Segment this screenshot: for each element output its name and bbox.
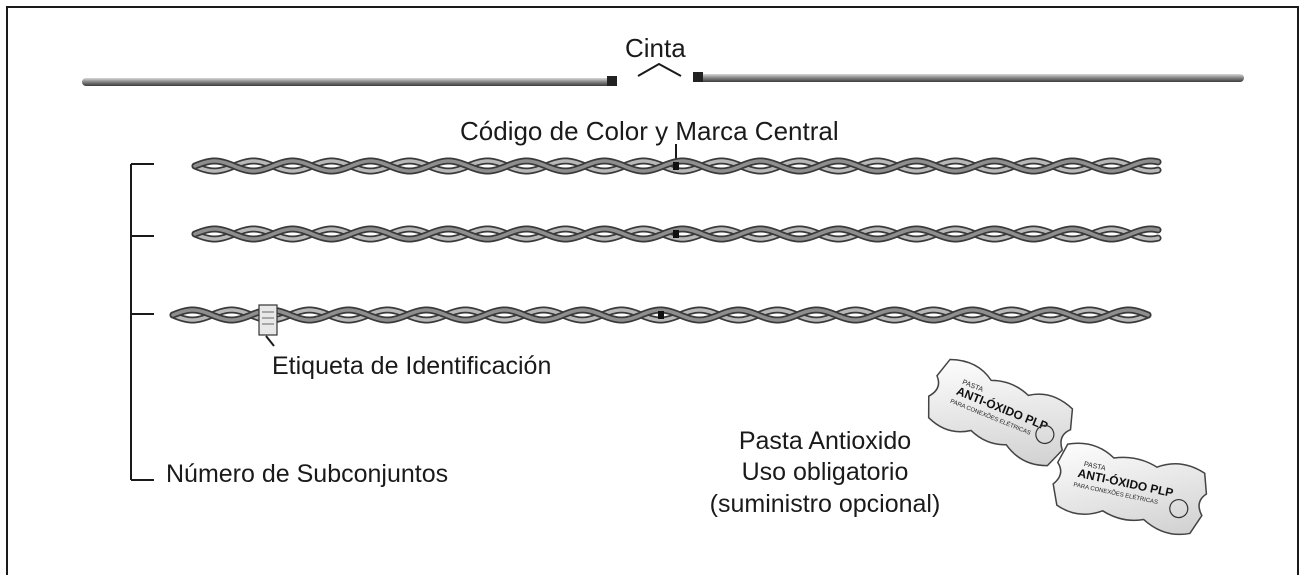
paste-caption-line2: Uso obligatorio: [741, 458, 909, 487]
rod-2: [191, 225, 1162, 243]
paste-packet-1: PASTA ANTI-ÓXIDO PLP PARA CONEXÕES ELÉTR…: [927, 358, 1074, 467]
cinta-cable-left: [82, 78, 612, 86]
rod-3-center-mark: [658, 311, 664, 319]
rod-3-strand-2: [171, 308, 1150, 322]
rod-1: [191, 157, 1162, 175]
paste-caption: Pasta Antioxido Uso obligatorio (suminis…: [680, 426, 970, 520]
packet-1-logo: [1035, 424, 1055, 445]
subassembly-count-label: Número de Subconjuntos: [166, 460, 449, 488]
packet-2-small: PASTA: [1083, 461, 1106, 472]
rod-3-strand-1: [171, 308, 1150, 322]
cinta-tape-right: [693, 72, 703, 82]
cinta-cable-right: [696, 74, 1244, 82]
identification-tag-label: Etiqueta de Identificación: [272, 352, 552, 380]
packet-2-logo: [1169, 498, 1189, 519]
paste-packet-2: PASTA ANTI-ÓXIDO PLP PARA CONEXÕES ELÉTR…: [1052, 442, 1208, 536]
subassembly-bracket: [130, 163, 154, 481]
rod-3: [169, 306, 1152, 324]
paste-caption-line3: (suministro opcional): [709, 489, 941, 518]
rod-1-center-mark: [673, 162, 679, 170]
rod-2-strand-2: [193, 227, 1160, 241]
cinta-label: Cinta: [625, 33, 686, 63]
cinta-pointer: [637, 62, 682, 77]
cinta-cable: [82, 62, 1244, 86]
paste-caption-line1: Pasta Antioxido: [738, 427, 912, 455]
rod-1-strand-2: [193, 159, 1160, 173]
rod-2-center-mark: [673, 230, 679, 238]
cinta-tape-left: [607, 76, 617, 86]
preformed-rods: [169, 157, 1162, 324]
identification-tag: [258, 304, 278, 347]
diagram-frame: [6, 6, 1299, 575]
color-code-label: Código de Color y Marca Central: [460, 116, 839, 146]
